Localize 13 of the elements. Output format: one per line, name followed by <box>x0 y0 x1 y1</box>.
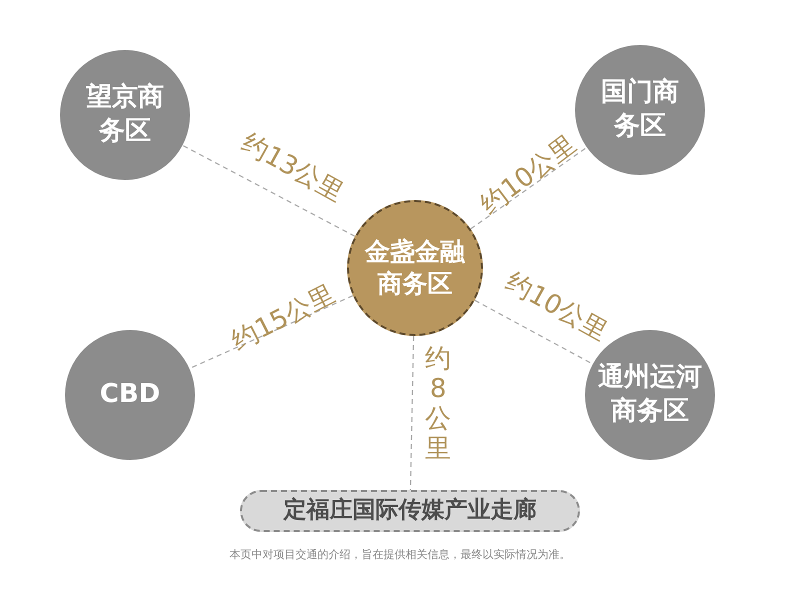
distance-label: 约13公里 <box>237 130 347 206</box>
district-circle: 望京商务区 <box>60 50 190 180</box>
dashed-connector <box>182 144 356 237</box>
dashed-connector <box>474 300 594 365</box>
dashed-connector <box>189 295 354 370</box>
distance-label: 约8公里 <box>424 345 452 465</box>
hub-circle: 金盏金融商务区 <box>347 200 483 336</box>
dashed-connector <box>470 146 588 230</box>
district-circle: CBD <box>65 330 195 460</box>
corridor-bar: 定福庄国际传媒产业走廊 <box>240 490 580 532</box>
dashed-connector <box>410 336 414 490</box>
distance-label: 约15公里 <box>228 281 338 355</box>
footnote: 本页中对项目交通的介绍，旨在提供相关信息，最终以实际情况为准。 <box>228 547 572 562</box>
